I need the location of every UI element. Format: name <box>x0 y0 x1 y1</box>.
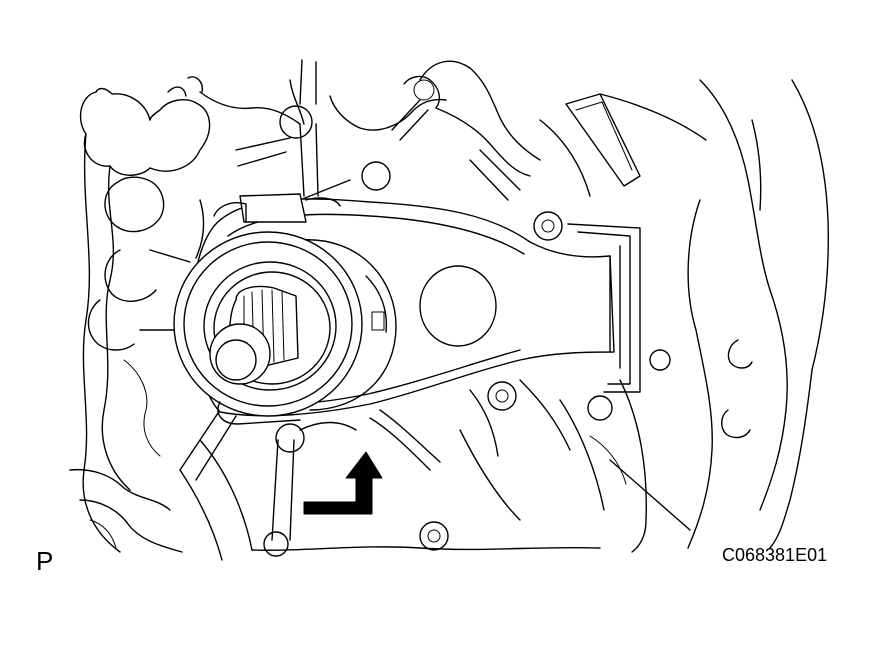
arrow-up-right-icon <box>303 451 383 515</box>
input-shaft <box>209 285 299 385</box>
figure-code: C068381E01 <box>722 545 828 565</box>
housing-ribs <box>139 59 691 541</box>
view-label: P <box>36 546 54 576</box>
bolt-bosses <box>263 79 671 557</box>
transmission-housing <box>69 60 829 561</box>
